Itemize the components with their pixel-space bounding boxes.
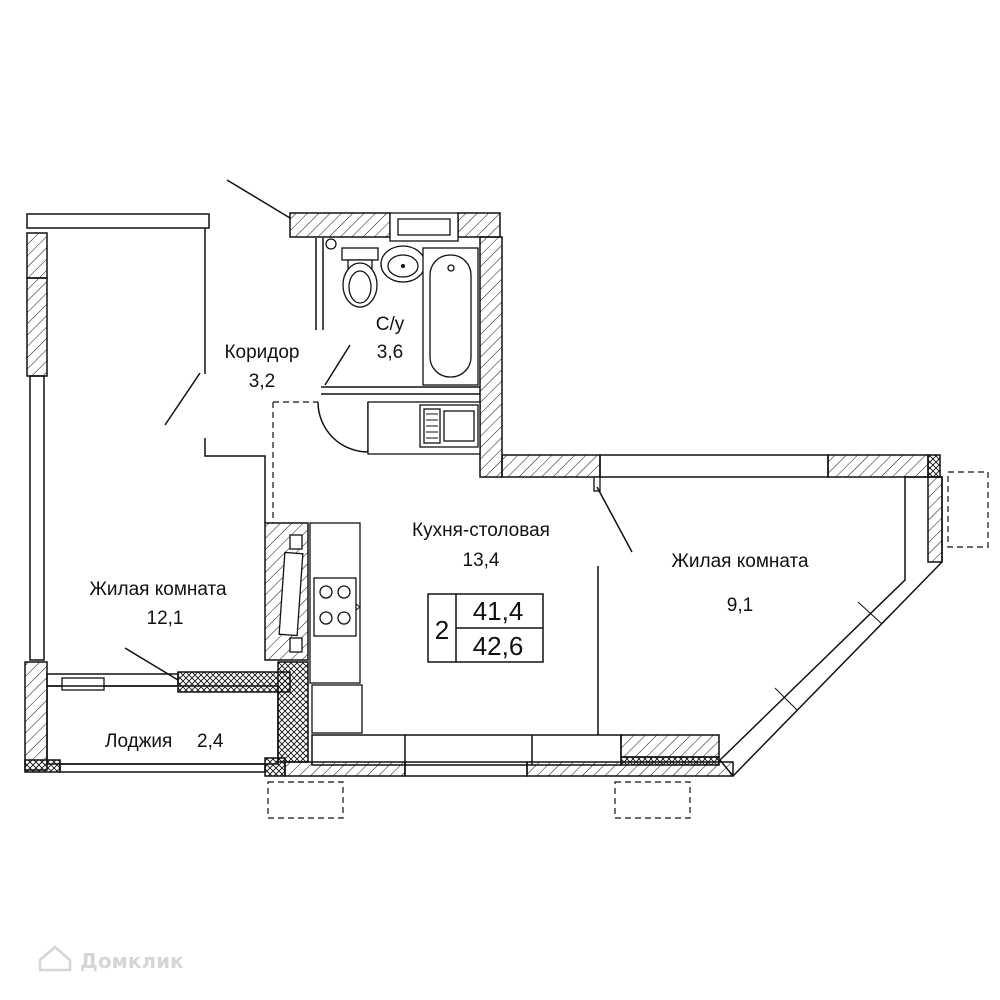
kitchen-sink-icon [419,404,479,448]
wall-left-base [24,759,61,773]
bath-door [324,344,351,386]
bathtub-icon [422,247,479,386]
loggia-area [46,685,279,765]
home-icon [38,945,72,972]
outdoor-units [267,471,989,819]
wall-bottom-pier [620,734,720,758]
fixtures [124,212,481,734]
room-labels: Коридор 3,2 С/у 3,6 Кухня-столовая 13,4 … [89,314,809,752]
wall-bath-top-left [289,212,391,238]
kitchen-name: Кухня-столовая [412,520,550,541]
leader-left-room [164,372,201,426]
area-living: 41,4 [473,596,524,626]
ac-unit-right [947,471,989,548]
corridor-door-arc [317,401,369,453]
bathroom-name: С/у [376,314,405,335]
leader-top [226,179,291,219]
living-left-area: 12,1 [147,608,184,629]
bathroom-area: 3,6 [377,342,403,363]
area-summary-box: 2 41,4 42,6 [427,593,544,663]
wall-right-top-a [501,454,601,478]
wall-left-bottom [24,661,48,771]
walls [24,212,943,778]
wall-bath-top-right [457,212,501,238]
wall-left-top [26,232,48,279]
corridor-name: Коридор [224,342,299,363]
bottom-inner-frame [311,734,622,766]
ac-unit-bottom-left [267,781,344,819]
wall-left-pier [26,277,48,377]
watermark: Домклик [38,945,184,973]
wall-right-top-window [599,454,829,478]
wall-left-window [29,375,45,661]
top-frame-left [26,213,210,229]
fridge-icon [311,684,363,734]
wall-diagonal [718,476,943,778]
kitchen-area: 13,4 [463,550,500,571]
room-count: 2 [435,615,449,645]
watermark-text: Домклик [80,949,184,973]
living-right-area: 9,1 [727,595,753,616]
stove-icon [313,577,361,637]
area-total: 42,6 [473,631,524,661]
wall-bottom-window [404,761,528,777]
loggia-door [124,647,179,681]
living-left-name: Жилая комната [89,579,227,600]
leader-lines [164,179,633,553]
toilet-icon [341,247,379,308]
wall-right-top-b [827,454,929,478]
wall-loggia-top [177,671,291,693]
wall-right-side [927,476,943,563]
corridor-partition [204,438,266,523]
living-right-name: Жилая комната [671,551,809,572]
loggia-area: 2,4 [197,731,224,752]
sink-icon [380,245,426,283]
ac-unit-bottom-right [614,781,691,819]
loggia-name: Лоджия [105,731,172,752]
radiator-icon [278,534,304,653]
wall-bath-right [479,236,503,478]
wall-bottom-a [284,761,406,777]
valve-icon [325,238,337,250]
corridor-area: 3,2 [249,371,275,392]
leader-right-room [596,486,633,553]
